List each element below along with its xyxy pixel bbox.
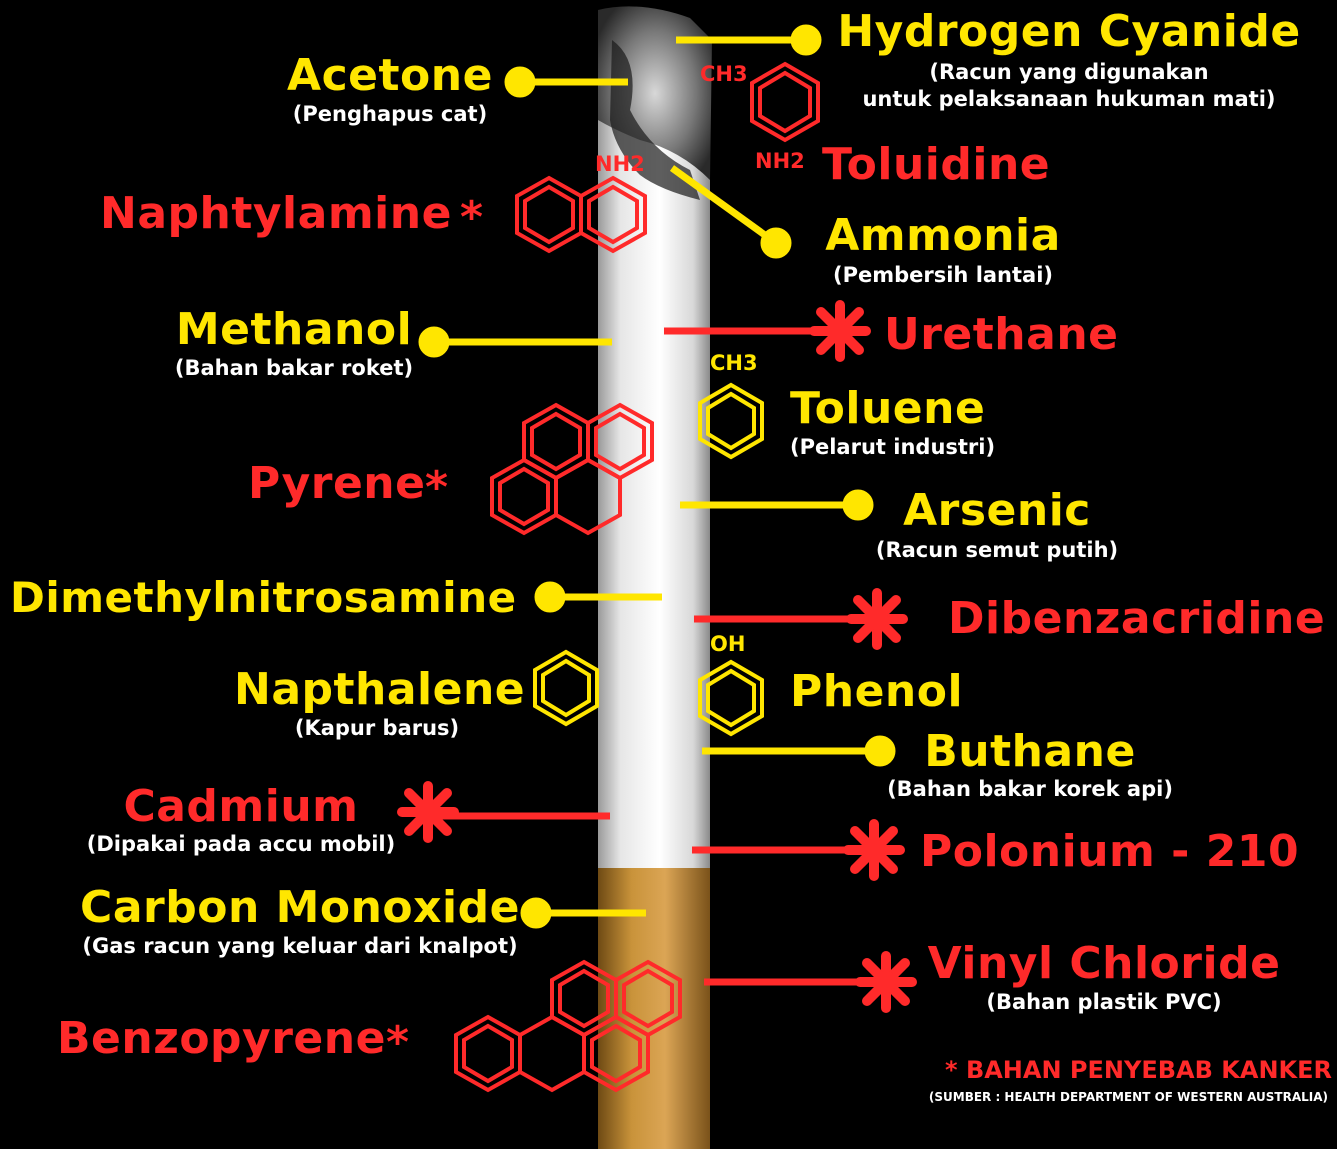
chemical-name: Napthalene (234, 664, 526, 715)
chemical-name: Ammonia (825, 210, 1061, 261)
splat-icon-vinyl-chloride (855, 951, 917, 1013)
legend-source: (SUMBER : HEALTH DEPARTMENT OF WESTERN A… (928, 1090, 1328, 1104)
benzopyrene-ring-icon (454, 959, 682, 1093)
splat-icon-urethane (809, 300, 871, 362)
chemical-note: (Bahan bakar korek api) (887, 777, 1173, 801)
formula-label: CH3 (710, 351, 758, 375)
chemical-name: Methanol (175, 304, 413, 355)
chemical-name: Pyrene (248, 458, 426, 509)
benzene-ring-icon-napthalene (533, 649, 599, 727)
splat-icon-dibenzacridine (846, 588, 908, 650)
yellow-connectors (418, 24, 896, 929)
asterisk-icon: * (945, 1056, 958, 1084)
splat-icon-cadmium (397, 781, 459, 843)
chemical-name: Hydrogen Cyanide (837, 6, 1301, 57)
splat-icon-polonium (843, 819, 905, 881)
formula-label: NH2 (595, 152, 645, 176)
chemical-name: Vinyl Chloride (927, 938, 1281, 989)
asterisk-icon: * (425, 462, 449, 513)
molecule-structures (454, 61, 820, 1093)
chemical-name: Dimethylnitrosamine (10, 573, 517, 622)
formula-label: NH2 (755, 149, 805, 173)
cigarette (598, 6, 712, 1149)
chemical-name: Acetone (287, 50, 493, 101)
chemical-name: Urethane (884, 309, 1119, 360)
chemical-name: Phenol (790, 666, 964, 717)
asterisk-icon: * (460, 192, 484, 243)
chemical-note: (Pelarut industri) (790, 435, 996, 459)
chemical-note: (Bahan bakar roket) (174, 356, 414, 380)
chemical-name: Dibenzacridine (948, 593, 1326, 644)
carcinogen-splat-icons (397, 300, 917, 1013)
chemical-name: Arsenic (903, 485, 1091, 536)
chemical-note: (Racun semut putih) (875, 538, 1119, 562)
chemical-name: Cadmium (123, 781, 359, 832)
chemical-name: Toluidine (822, 139, 1051, 190)
legend-text: * BAHAN PENYEBAB KANKER (945, 1058, 1332, 1082)
benzene-ring-icon-toluene (698, 382, 764, 460)
chemical-note: (Dipakai pada accu mobil) (86, 832, 396, 856)
chemical-note: (Gas racun yang keluar dari knalpot) (82, 934, 518, 958)
chemical-name: Naphtylamine (100, 188, 452, 239)
formula-label: OH (710, 632, 746, 656)
legend-label: BAHAN PENYEBAB KANKER (965, 1056, 1332, 1084)
asterisk-icon: * (386, 1017, 410, 1068)
chemical-name: Benzopyrene (57, 1013, 386, 1064)
formula-label: CH3 (700, 62, 748, 86)
chemical-note: (Pembersih lantai) (832, 263, 1054, 287)
benzene-ring-icon-toluidine (750, 61, 820, 143)
benzene-ring-icon-phenol (698, 659, 764, 737)
chemical-note: (Racun yang digunakan (929, 60, 1209, 84)
chemical-note: (Bahan plastik PVC) (986, 990, 1222, 1014)
chemical-name: Buthane (924, 726, 1136, 777)
naphthalene-ring-icon-naphtylamine (515, 175, 647, 254)
chemical-note: (Kapur barus) (294, 716, 460, 740)
pyrene-ring-icon (490, 402, 654, 536)
chemical-name: Carbon Monoxide (80, 882, 520, 933)
chemical-name: Polonium - 210 (920, 826, 1300, 877)
chemical-note: (Penghapus cat) (292, 102, 488, 126)
chemical-name: Toluene (790, 383, 986, 434)
chemical-note: untuk pelaksanaan hukuman mati) (862, 87, 1276, 111)
